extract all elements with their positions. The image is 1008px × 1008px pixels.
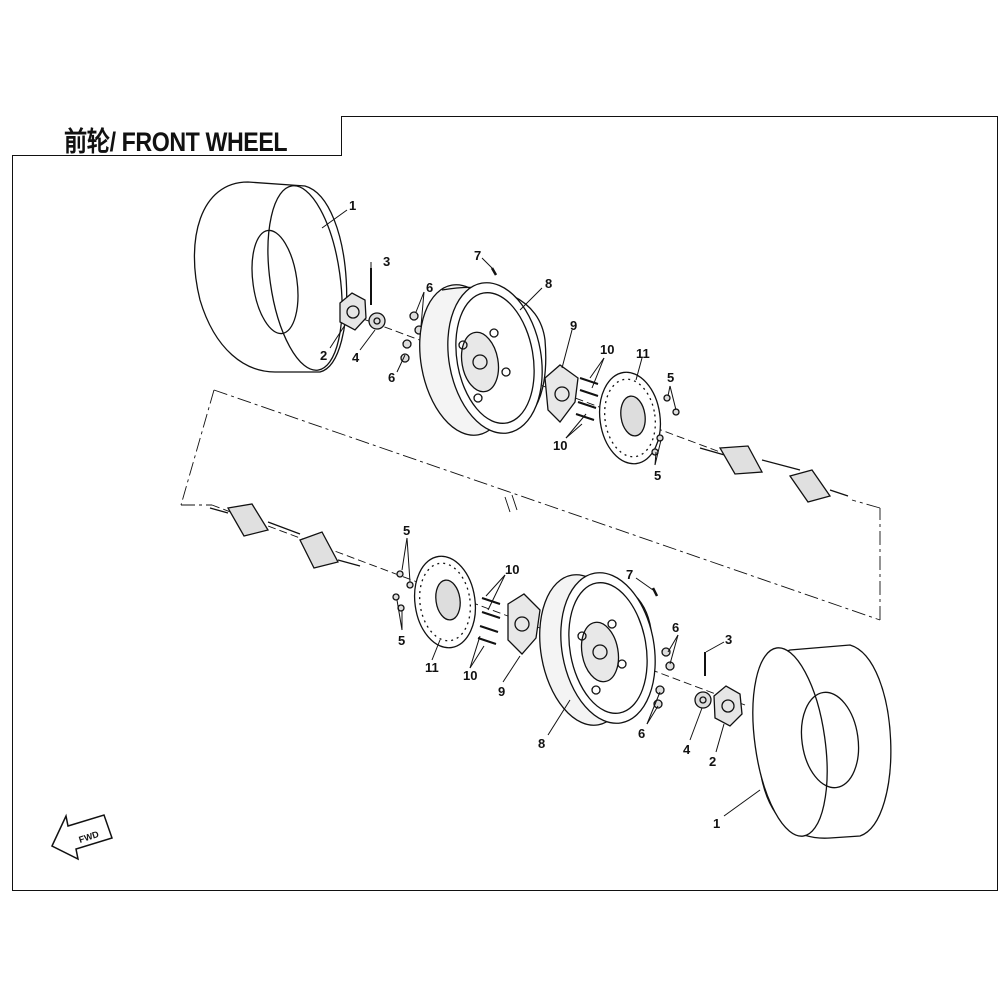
leader-lines <box>321 209 761 817</box>
callouts: 1 2 3 4 6 6 7 8 9 10 10 11 5 5 5 5 10 10… <box>320 198 732 831</box>
title-box: 前轮/ FRONT WHEEL <box>12 116 342 157</box>
upper-wheel-hub <box>544 364 579 423</box>
callout-1-lower: 1 <box>713 816 720 831</box>
callout-2-lower: 2 <box>709 754 716 769</box>
lower-tire <box>752 644 892 839</box>
callout-7-lower: 7 <box>626 567 633 582</box>
upper-disc-bolts <box>651 394 680 456</box>
callout-6-upper-b: 6 <box>388 370 395 385</box>
callout-6-lower-a: 6 <box>672 620 679 635</box>
upper-rim <box>419 282 547 436</box>
callout-10-upper-b: 10 <box>553 438 567 453</box>
callout-9-upper: 9 <box>570 318 577 333</box>
callout-8-upper: 8 <box>545 276 552 291</box>
callout-6-upper-a: 6 <box>426 280 433 295</box>
callout-4-upper: 4 <box>352 350 360 365</box>
upper-hub-studs <box>575 377 599 421</box>
callout-9-lower: 9 <box>498 684 505 699</box>
callout-11-lower: 11 <box>425 660 439 675</box>
callout-7-upper: 7 <box>474 248 481 263</box>
callout-3-lower: 3 <box>725 632 732 647</box>
upper-valve-stem <box>490 267 498 276</box>
callout-5-upper-b: 5 <box>654 468 661 483</box>
lower-rim <box>539 572 656 726</box>
fwd-arrow-icon: FWD <box>51 813 113 861</box>
callout-1-upper: 1 <box>349 198 356 213</box>
upper-drive-shaft <box>699 445 849 503</box>
callout-11-upper: 11 <box>636 346 650 361</box>
upper-brake-disc <box>598 371 662 465</box>
callout-8-lower: 8 <box>538 736 545 751</box>
callout-3-upper: 3 <box>383 254 390 269</box>
callout-5-upper-a: 5 <box>667 370 674 385</box>
callout-2-upper: 2 <box>320 348 327 363</box>
lower-valve-stem <box>651 587 659 597</box>
callout-10-lower-b: 10 <box>463 668 477 683</box>
lower-hub-studs <box>477 597 501 645</box>
callout-6-lower-b: 6 <box>638 726 645 741</box>
lower-disc-bolts <box>392 570 414 612</box>
callout-4-lower: 4 <box>683 742 691 757</box>
upper-hub-cap <box>339 292 367 331</box>
lower-brake-disc <box>413 555 477 649</box>
callout-10-upper-a: 10 <box>600 342 614 357</box>
lower-wheel-hub <box>507 593 541 655</box>
upper-tire <box>193 181 348 373</box>
lower-drive-shaft <box>209 503 361 569</box>
lower-hub-cap <box>713 685 743 727</box>
callout-5-lower-a: 5 <box>403 523 410 538</box>
lower-castle-nut <box>694 691 712 709</box>
upper-castle-nut <box>368 312 386 330</box>
diagram-frame <box>12 116 998 891</box>
page-title: 前轮/ FRONT WHEEL <box>64 127 288 157</box>
callout-5-lower-b: 5 <box>398 633 405 648</box>
callout-10-lower-a: 10 <box>505 562 519 577</box>
